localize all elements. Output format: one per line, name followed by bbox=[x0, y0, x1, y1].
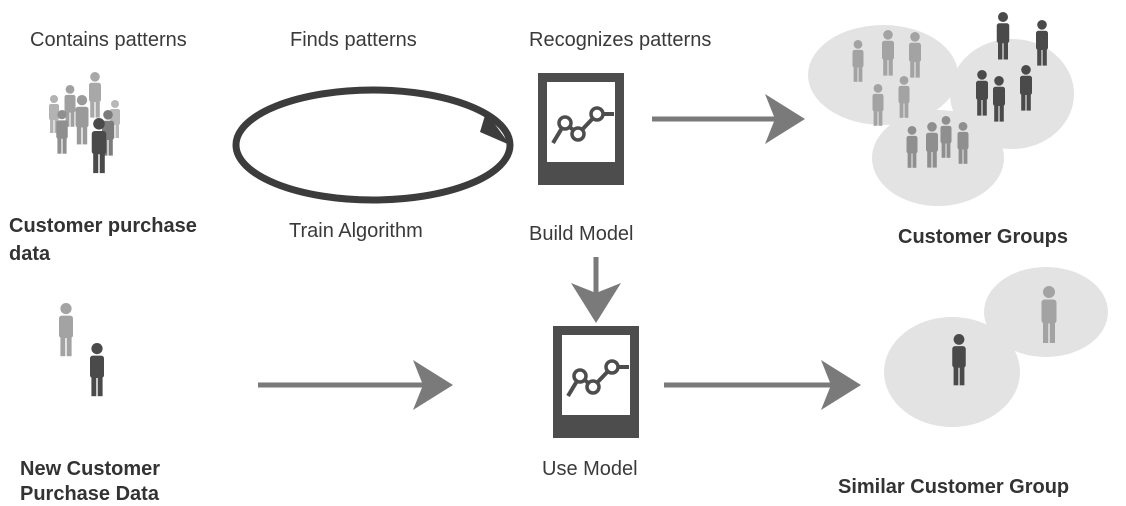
similar-customer-group-icon bbox=[884, 267, 1108, 427]
new-customer-title-line1: New Customer bbox=[20, 458, 161, 480]
build-model-icon bbox=[536, 71, 626, 187]
cycle-loop-icon bbox=[232, 86, 514, 204]
contains-patterns-label: Contains patterns bbox=[30, 29, 187, 51]
customer-crowd-icon bbox=[49, 72, 120, 174]
new-customers-icon bbox=[59, 303, 104, 397]
finds-patterns-label: Finds patterns bbox=[290, 29, 417, 51]
new-customer-title-line2: Purchase Data bbox=[20, 483, 159, 505]
customer-purchase-data-title-line1: Customer purchase bbox=[9, 215, 197, 237]
use-model-label: Use Model bbox=[542, 458, 638, 480]
customer-groups-icon bbox=[808, 12, 1074, 206]
use-model-icon bbox=[551, 324, 641, 440]
similar-customer-group-title: Similar Customer Group bbox=[838, 476, 1070, 498]
train-algorithm-label: Train Algorithm bbox=[289, 220, 423, 242]
customer-groups-title: Customer Groups bbox=[898, 226, 1069, 248]
customer-purchase-data-title-line2: data bbox=[9, 243, 51, 265]
build-model-label: Build Model bbox=[529, 223, 634, 245]
recognizes-patterns-label: Recognizes patterns bbox=[529, 29, 712, 51]
